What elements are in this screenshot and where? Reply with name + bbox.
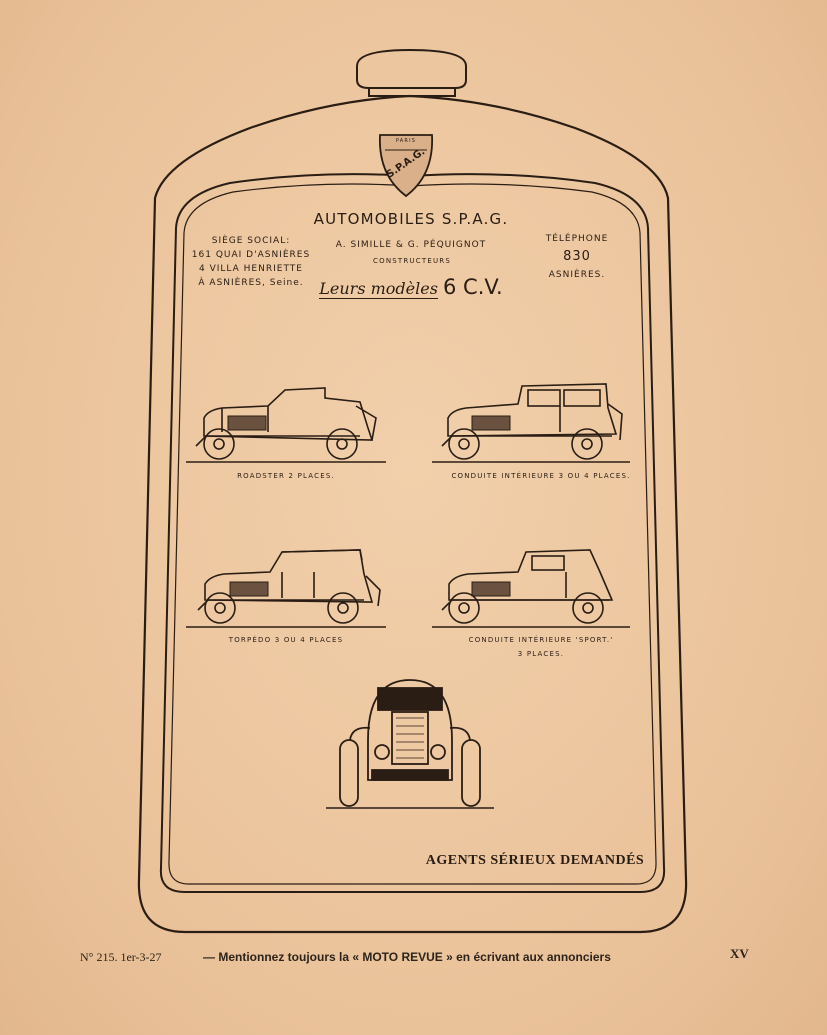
car-conduite-drawing [441,383,623,460]
caption-roadster: ROADSTER 2 PLACES. [237,472,335,480]
models-heading: Leurs modèles 6 C.V. [300,275,522,299]
siege-line-3: 4 VILLA HENRIETTE [199,264,303,274]
car-torpedo-drawing [197,549,381,624]
telephone-label: TÉLÉPHONE [545,234,609,244]
constructeurs-label: CONSTRUCTEURS [373,257,451,265]
telephone-number: 830 [563,249,591,264]
models-power-text: 6 C.V. [443,275,503,299]
siege-line-2: 161 QUAI D'ASNIÈRES [191,250,311,260]
badge-paris-text: PARIS [395,138,417,144]
company-name: AUTOMOBILES S.P.A.G. [313,210,509,228]
models-script-text: Leurs modèles [319,279,438,299]
caption-sport: CONDUITE INTÉRIEURE 'SPORT.' [468,636,614,644]
telephone-exchange: ASNIÈRES. [548,270,606,280]
agents-wanted-text: AGENTS SÉRIEUX DEMANDÉS [425,853,645,868]
car-sport-drawing [441,549,614,624]
footer-issue: N° 215. 1er-3-27 [80,950,162,964]
caption-conduite: CONDUITE INTÉRIEURE 3 OU 4 PLACES. [451,472,631,480]
caption-sport-places: 3 PLACES. [517,650,565,658]
founders-line: A. SIMILLE & G. PÉQUIGNOT [335,240,487,250]
siege-address-block: SIÈGE SOCIAL: 161 QUAI D'ASNIÈRES 4 VILL… [186,234,316,290]
telephone-block: TÉLÉPHONE 830 ASNIÈRES. [532,232,622,282]
footer-text: — Mentionnez toujours la « MOTO REVUE » … [203,950,611,964]
car-roadster-drawing [195,387,377,460]
footer-page-number: XV [730,946,749,961]
siege-line-4: À ASNIÈRES, Seine. [198,278,304,288]
caption-torpedo: TORPÉDO 3 OU 4 PLACES [228,636,344,644]
siege-line-1: SIÈGE SOCIAL: [211,236,291,246]
car-front-view-drawing [339,679,481,807]
